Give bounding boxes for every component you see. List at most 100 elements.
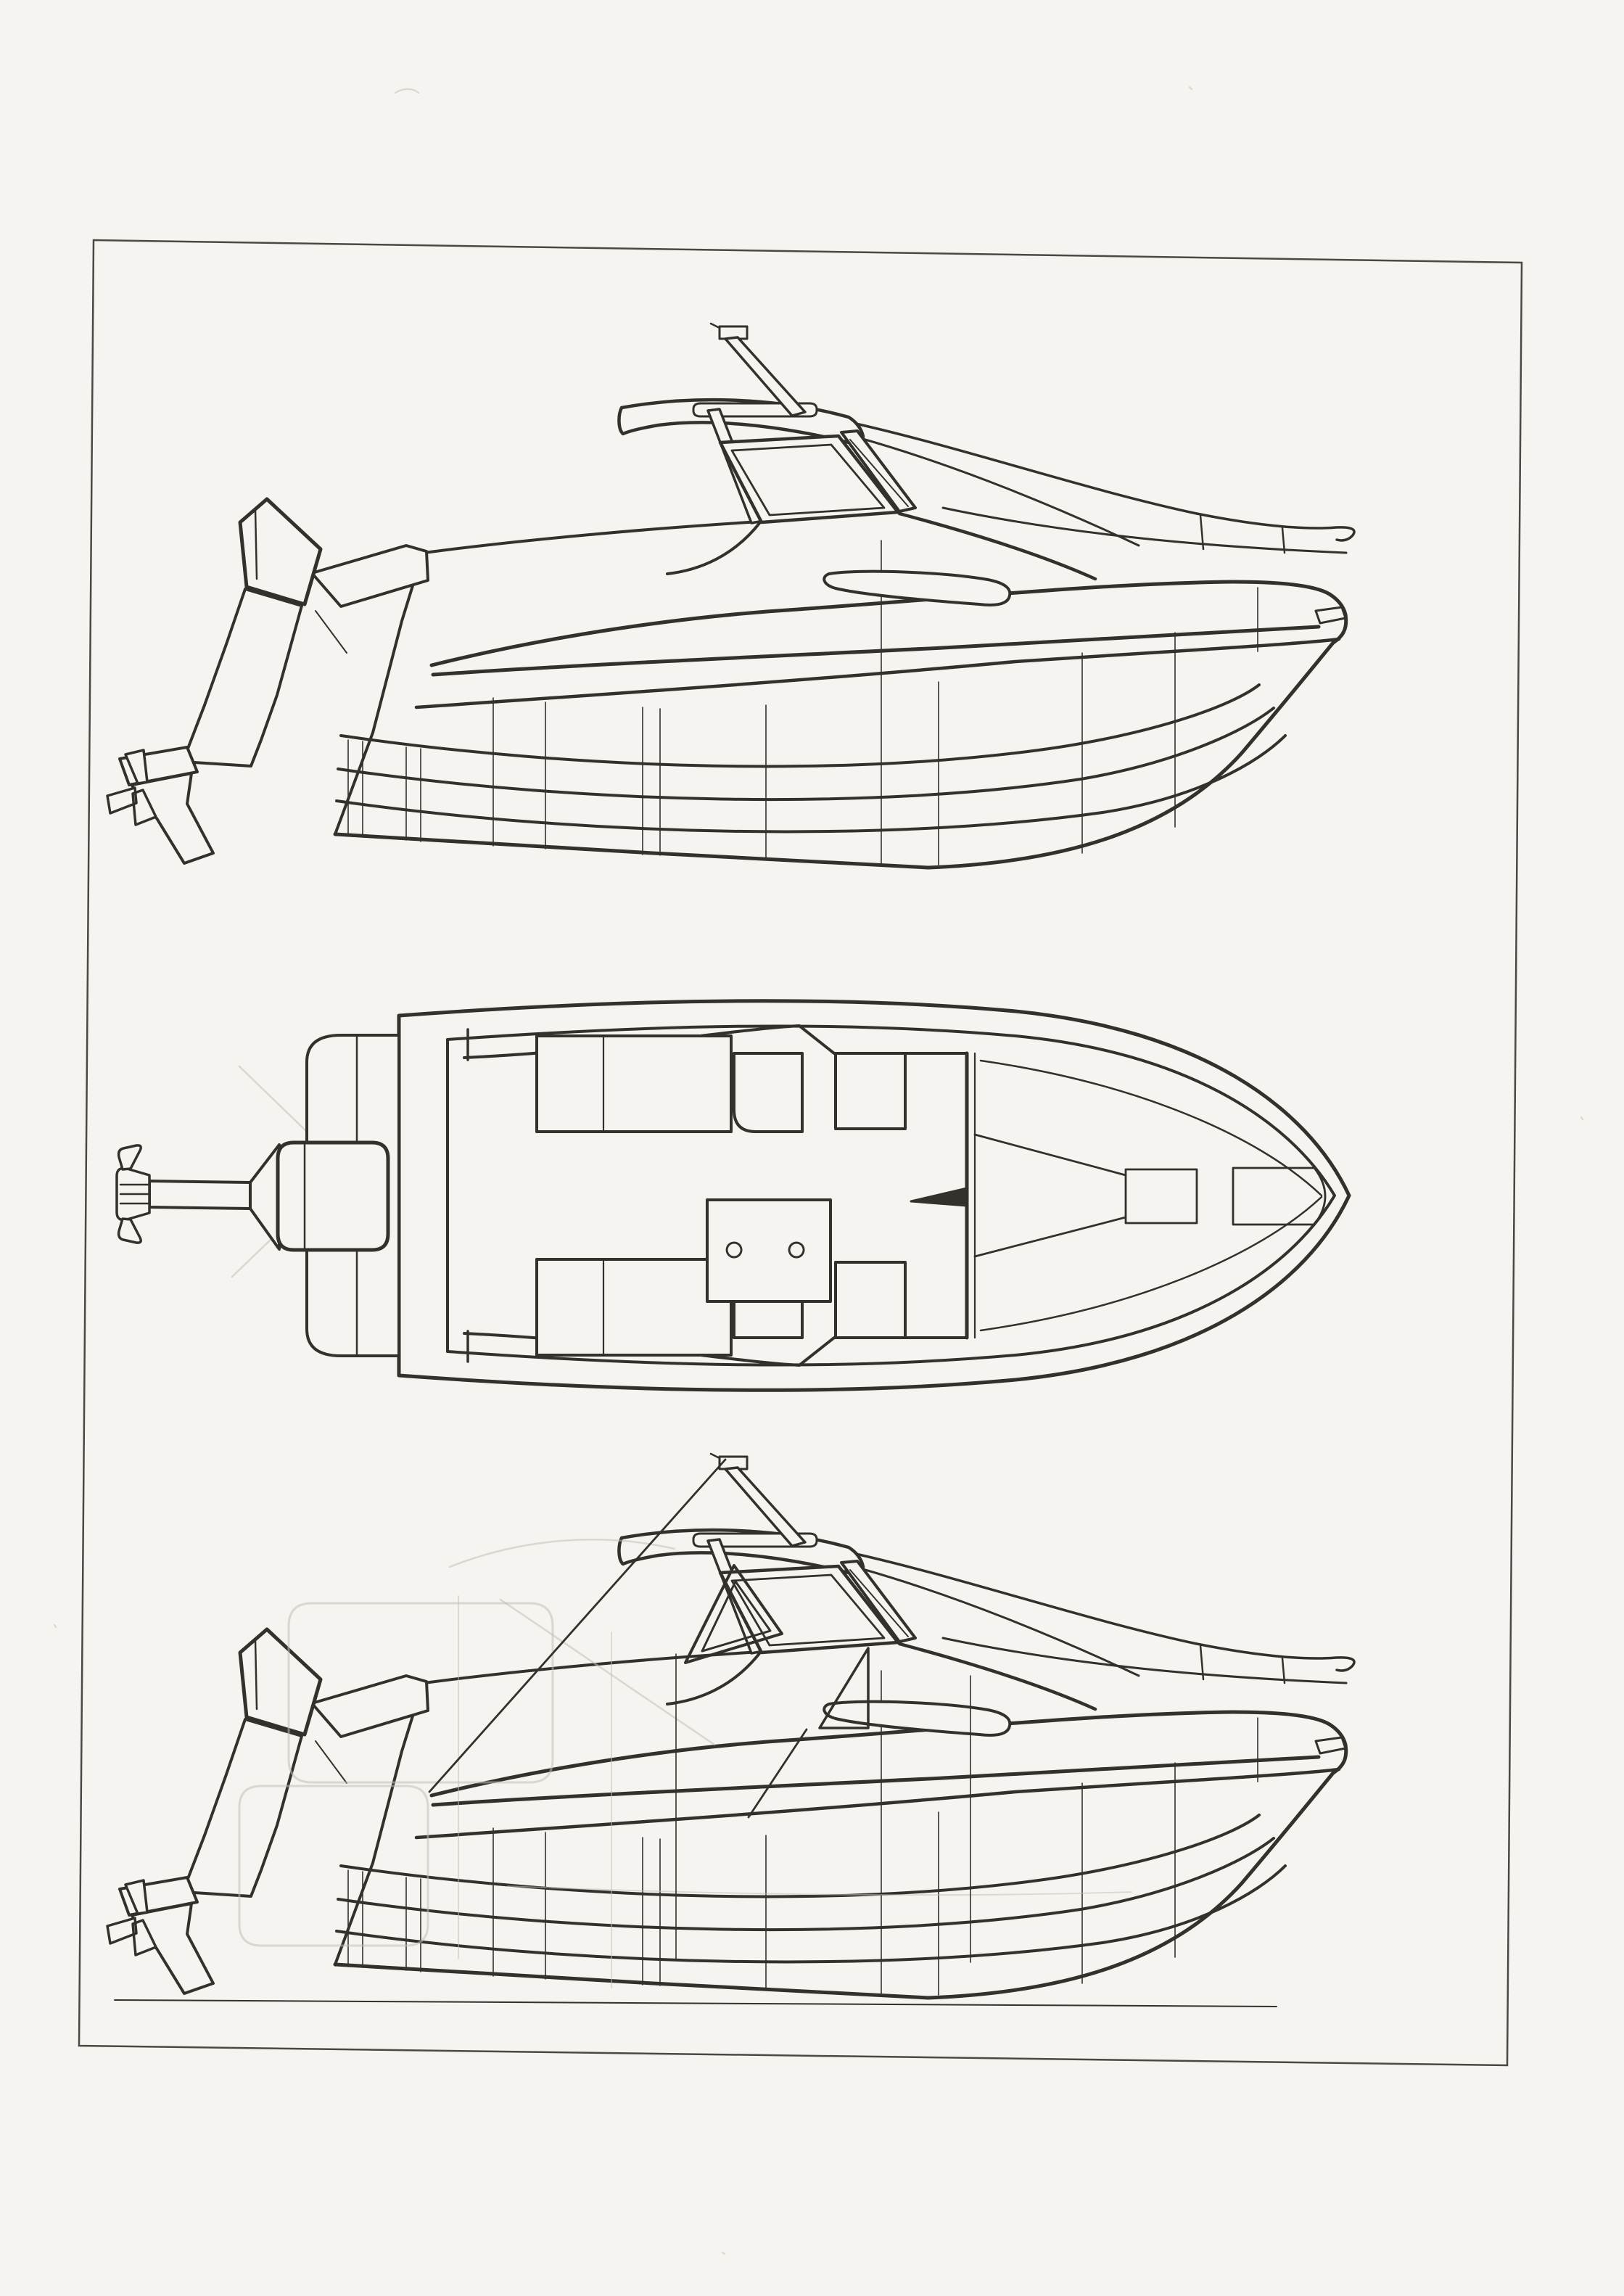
plan-ob-prop-blade-bottom [117,1217,142,1244]
keel-line [333,1881,1244,2000]
plan-bench-stbd-long [535,1258,733,1357]
a-pillar-slot-inner [849,1569,909,1637]
cabin-aft-edge [666,521,762,575]
windshield-glass [730,443,886,517]
ob-prop-blades [106,749,157,826]
ghost-rect-1 [287,1602,554,1784]
side-window [823,569,1012,606]
mast-tip [709,1452,721,1460]
canvas-aft-window-triangle [818,1647,870,1729]
rubrail-line [431,625,1321,677]
cabin-top-edge [859,1567,1140,1677]
mast-tip [709,322,721,329]
transom-edge [334,1682,424,1966]
ob-leg [181,1718,303,1898]
side-window [823,1700,1012,1737]
ob-trim-line [315,1740,347,1784]
cabin-aft-edge [666,1651,762,1705]
windshield-frame [718,1564,900,1655]
bow-rail-lower [941,1637,1348,1684]
paper-speck-2 [721,2251,726,2255]
spray-strake-2 [337,707,1275,802]
mast [724,336,807,417]
spray-strake-3 [335,734,1287,834]
plan-foredeck-port [979,1059,1323,1197]
ob-cowl-seam [254,508,258,580]
spray-strake-1 [339,1814,1261,1898]
ob-bracket [310,544,429,608]
spray-strake-3 [335,1864,1287,1964]
rubrail-line [431,1755,1321,1807]
keel-line [333,751,1244,870]
plan-seat-port-fwd [834,1052,907,1130]
chine-line [414,1767,1341,1840]
rail-stanchions [1199,1644,1286,1684]
coaming-line [423,520,762,554]
ob-cowl-seam [254,1638,258,1711]
ob-prop-blades [106,1879,157,1956]
plan-bench-port-long [535,1034,733,1133]
plan-ob-shaft [148,1180,252,1210]
stem-forefoot [1240,1722,1348,1885]
ghost-verticals [458,1595,612,1988]
plan-foredeck-stbd [979,1196,1323,1332]
a-pillar-slot-inner [849,439,909,507]
plan-ob-prop-blade-top [117,1144,142,1171]
bow-rail [854,1552,1356,1672]
scan-artifacts [53,86,1584,2255]
ghost-diagonal [499,1598,716,1746]
plan-seat-stbd-fwd [834,1261,907,1339]
canvas-pleat-line [747,1728,808,1819]
plan-berth-hatch [1124,1168,1198,1225]
plan-anchor-locker [1232,1166,1327,1226]
plan-ob-prop-stripes [119,1183,151,1205]
ob-cowl [238,497,323,606]
rail-stanchions [1199,514,1286,554]
windshield-glass [730,1573,886,1647]
plan-helm-wedge [910,1187,968,1207]
ghost-curve [448,1539,676,1568]
plan-table-holes [725,1241,805,1259]
cabin-side-sweep [897,1642,1097,1711]
spray-strake-1 [339,683,1261,768]
ob-bracket [310,1674,429,1738]
paper-speck-1 [1188,86,1193,91]
cabin-top-edge [859,437,1140,547]
spray-strake-2 [337,1837,1275,1932]
ob-cowl [238,1627,323,1737]
stem-forefoot [1240,592,1348,755]
plan-ob-midsection [249,1143,281,1251]
plan-ob-cowl [276,1140,390,1252]
outrigger-line [428,1458,727,1793]
deck-plan-view [115,999,1351,1392]
bow-eye [1314,1736,1347,1755]
cabin-side-sweep [897,511,1097,581]
side-profile-view-lower [106,1452,1356,2000]
canvas-front-triangle-inner [701,1580,772,1653]
station-lines [347,1762,1176,1996]
mast [724,1466,807,1547]
transom-edge [334,551,424,836]
plan-cabin-v-lines [973,1133,1127,1258]
ghost-baseline-streak [507,1885,1132,1896]
bow-rail-lower [941,506,1348,554]
paper-speck-4 [53,1624,57,1629]
plan-bench-port-round [733,1052,804,1133]
ob-leg [181,588,303,768]
side-profile-view-upper [106,322,1356,870]
paper-squiggle [394,88,420,94]
bow-rail [854,422,1356,542]
ghost-rect-2 [238,1785,429,1947]
station-lines [347,632,1176,865]
windshield-frame [718,434,900,524]
chine-line [414,637,1341,709]
plan-table [706,1198,832,1303]
side-profile-view-lower-extras [114,1458,1277,2007]
ob-trim-line [315,610,347,654]
baseline [114,1999,1277,2007]
paper-speck-3 [1580,1116,1584,1121]
canvas-front-triangle-outer [684,1564,783,1664]
drawing-border-frame [78,239,1523,2067]
